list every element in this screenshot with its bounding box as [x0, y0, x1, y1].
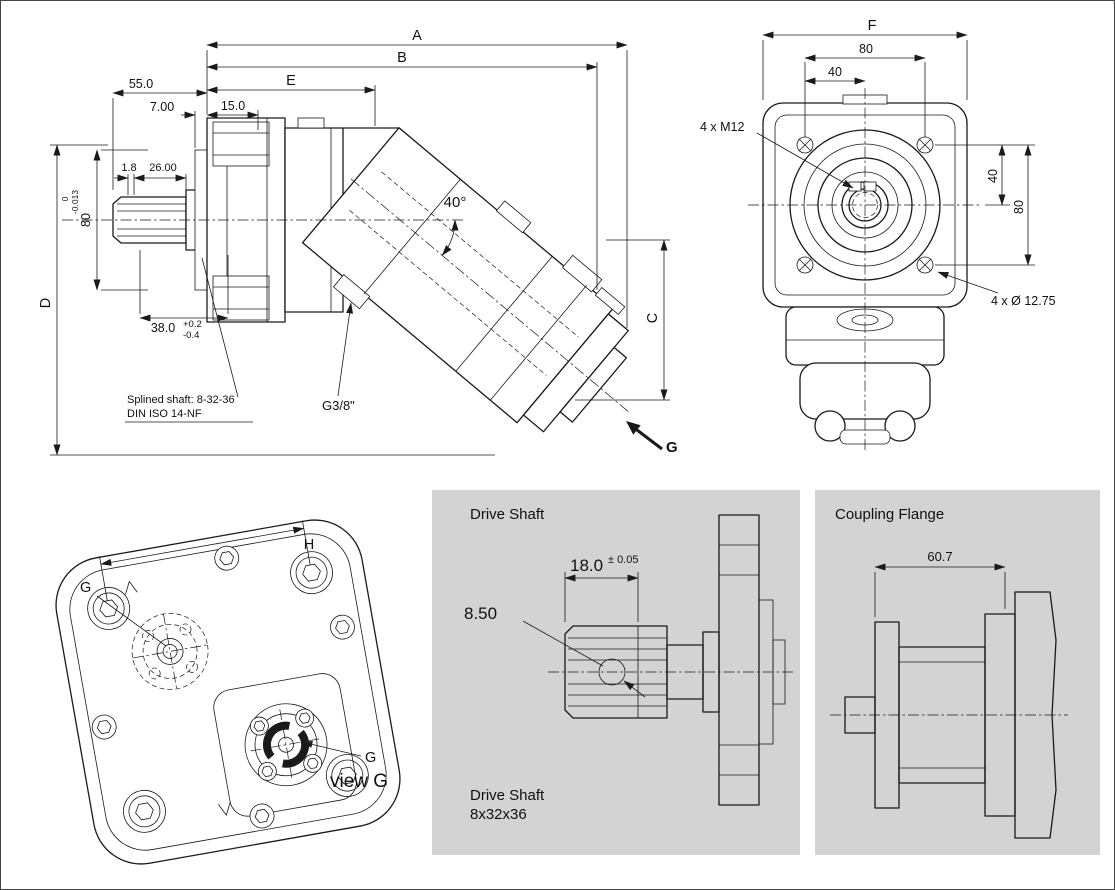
dim-26-label: 26.00: [149, 162, 177, 174]
dim-18: 18.0 ± 0.05: [564, 554, 639, 622]
dim-18-tol: ± 0.05: [608, 554, 639, 566]
dim-h: [99, 520, 311, 601]
orientation-mark: [125, 580, 138, 595]
dim-7-label: 7.00: [150, 100, 174, 114]
coupling-flange-drawing: [844, 591, 1057, 839]
drive-shaft-note-1: Drive Shaft: [470, 787, 545, 804]
view-g-arrow-label: G: [666, 439, 678, 456]
dim-80-side-label: 80: [79, 213, 93, 227]
coupling-flange-title: Coupling Flange: [835, 506, 944, 523]
dim-e: E: [206, 73, 376, 126]
shaft-tol-upper: 0: [60, 196, 70, 201]
dim-15: 15.0: [206, 99, 259, 130]
dim-40-h-label: 40: [828, 65, 842, 79]
port-callout-upper: G: [80, 580, 167, 647]
dim-1-8-label: 1.8: [121, 162, 136, 174]
dim-c-label: C: [645, 313, 661, 323]
front-view: F 80 40 4 x M12 40 80 4 x Ø: [700, 18, 1056, 452]
dim-26: 26.00: [133, 162, 187, 190]
spline-note-line1: Splined shaft: 8-32-36: [127, 394, 235, 406]
tooth-detail-circle: [598, 658, 626, 686]
dim-b: B: [206, 50, 598, 290]
drive-shaft-panel-bg: [432, 490, 800, 855]
coupling-flange-panel: Coupling Flange 60.7: [815, 490, 1100, 855]
dim-38: 38.0 +0.2 -0.4: [139, 250, 229, 341]
dim-38-tol-minus: -0.4: [183, 330, 199, 341]
spline-note: Splined shaft: 8-32-36 DIN ISO 14-NF: [125, 257, 253, 423]
dim-38-label: 38.0: [151, 321, 175, 335]
dim-8-5-label: 8.50: [464, 604, 497, 623]
dim-60-7: 60.7: [874, 549, 1006, 617]
thread-callout: 4 x M12: [700, 120, 854, 189]
lower-port: [213, 673, 357, 817]
rear-view-caption: view G: [330, 771, 388, 792]
dim-38-tol-plus: +0.2: [183, 319, 202, 330]
shaft-tolerance: 0 -0.013: [60, 190, 80, 214]
view-g-arrow: G: [626, 421, 678, 456]
spline-note-line2: DIN ISO 14-NF: [127, 408, 202, 420]
dim-80-v-label: 80: [1012, 200, 1026, 214]
rear-view: H G G view G: [55, 519, 401, 865]
rear-flange-rotated: [55, 519, 401, 865]
upper-port: [131, 613, 209, 690]
dim-80-side: 80: [79, 149, 148, 291]
dim-a: A: [206, 28, 628, 328]
port-label: G3/8": [322, 398, 355, 413]
dim-55-label: 55.0: [129, 77, 153, 91]
dim-h-label: H: [304, 537, 314, 553]
dim-angle-40: 40°: [441, 194, 467, 256]
bent-axis-centerline: [350, 178, 631, 414]
g38-port: [332, 274, 371, 310]
port-g-lower-label: G: [365, 750, 376, 766]
side-view: 40° A B E 55.0 7.: [38, 28, 678, 456]
dim-18-label: 18.0: [570, 556, 603, 575]
coupling-flange-panel-bg: [815, 490, 1100, 855]
port-g-upper-label: G: [80, 580, 91, 596]
shaft-tol-lower: -0.013: [70, 190, 80, 214]
dim-80-vertical: 80: [935, 144, 1035, 266]
drive-shaft-drawing: [564, 514, 786, 806]
dim-80-h-label: 80: [859, 42, 873, 56]
dim-b-label: B: [397, 50, 407, 66]
valve-block: [559, 346, 628, 423]
dim-c: C: [575, 239, 670, 401]
thread-note: 4 x M12: [700, 120, 745, 134]
dim-55: 55.0: [112, 77, 208, 190]
hole-callout: 4 x Ø 12.75: [937, 271, 1056, 308]
dim-a-label: A: [412, 28, 422, 44]
orientation-mark: [218, 802, 231, 817]
dim-d-label: D: [38, 298, 54, 308]
bent-axis-housing: [301, 127, 631, 433]
dim-15-label: 15.0: [221, 99, 245, 113]
drive-shaft-panel: Drive Shaft 18.0 ± 0.: [432, 490, 800, 855]
dim-7: 7.00: [150, 100, 196, 148]
dim-8-5: 8.50: [464, 604, 646, 698]
angle-label: 40°: [444, 194, 467, 211]
dim-d: D: [38, 144, 495, 456]
dim-1-8: 1.8: [114, 162, 137, 195]
dim-40-vertical: 40: [935, 144, 1035, 206]
dim-40-horizontal: 40: [804, 65, 866, 85]
dim-40-v-label: 40: [986, 169, 1000, 183]
port-callout: G3/8": [322, 302, 355, 413]
hole-note: 4 x Ø 12.75: [991, 294, 1056, 308]
drive-shaft-note-2: 8x32x36: [470, 806, 527, 823]
port-callout-lower: G: [301, 740, 376, 766]
dim-80-horizontal: 80: [804, 42, 926, 137]
drive-shaft-title: Drive Shaft: [470, 506, 545, 523]
dim-f-label: F: [868, 18, 877, 34]
dim-f: F: [762, 18, 968, 100]
dim-60-7-label: 60.7: [927, 549, 952, 564]
dim-e-label: E: [286, 73, 296, 89]
